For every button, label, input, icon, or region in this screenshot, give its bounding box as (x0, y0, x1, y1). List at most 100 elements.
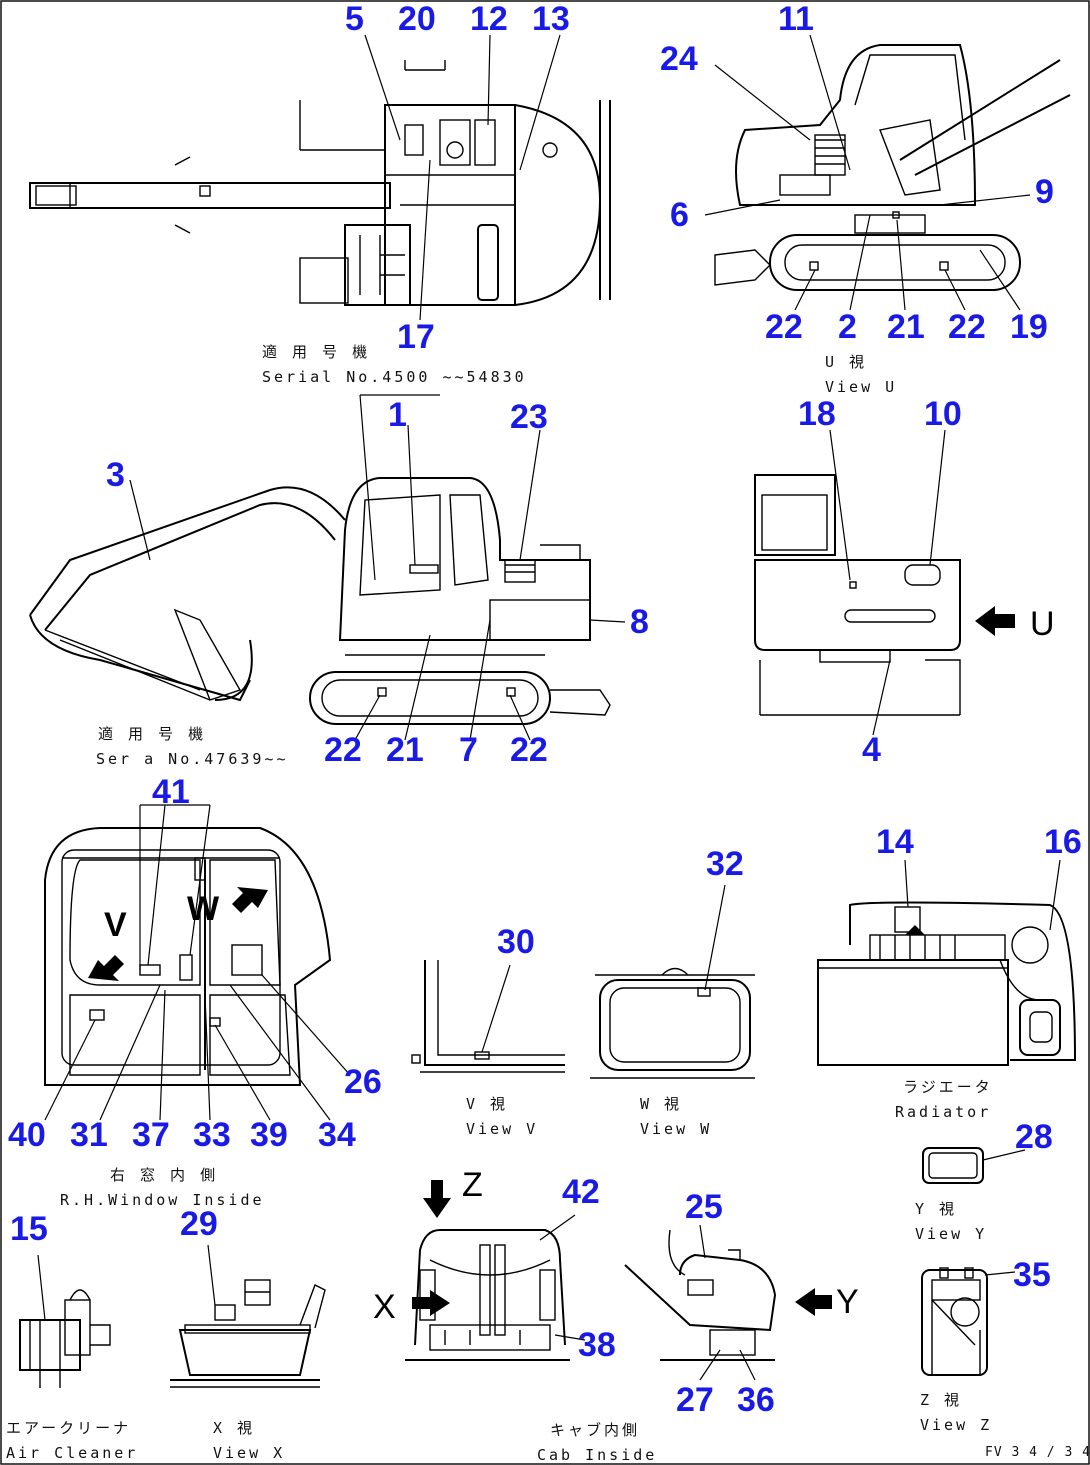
callout-38: 38 (578, 1326, 616, 1364)
serial-1-jp: 適 用 号 機 (262, 343, 371, 361)
view-z-arrow (423, 1180, 451, 1218)
callout-32: 32 (706, 845, 744, 883)
callout-21a: 21 (887, 308, 925, 346)
callout-30: 30 (497, 923, 535, 961)
callout-14: 14 (876, 823, 914, 861)
callout-40: 40 (8, 1116, 46, 1154)
callout-22a: 22 (765, 308, 803, 346)
view-z-en: View Z (920, 1416, 993, 1434)
view-x-letter: X (373, 1288, 396, 1326)
view-z-drawing (921, 1267, 1016, 1376)
callout-39: 39 (250, 1116, 288, 1154)
view-y-jp: Y 視 (915, 1200, 958, 1218)
callout-10: 10 (924, 395, 962, 433)
cab-inside-en: Cab Inside (537, 1446, 658, 1464)
radiator-en: Radiator (895, 1103, 992, 1121)
callout-6: 6 (670, 196, 689, 234)
callout-27: 27 (676, 1381, 714, 1419)
side-view-main-drawing (29, 477, 611, 725)
callout-8: 8 (630, 603, 649, 641)
serial-2-en: Ser a No.47639~~ (96, 750, 289, 768)
top-view-drawing (29, 60, 611, 306)
view-w-drawing (590, 884, 755, 1079)
view-u-letter: U (1030, 605, 1055, 643)
radiator-jp: ラジエータ (903, 1078, 993, 1096)
callout-1: 1 (388, 396, 407, 434)
callout-9: 9 (1035, 173, 1054, 211)
callout-21b: 21 (386, 731, 424, 769)
callout-41: 41 (152, 773, 190, 811)
callout-11: 11 (778, 0, 814, 38)
view-y-en: View Y (915, 1225, 988, 1243)
view-u-drawing (754, 474, 961, 716)
view-v-jp: V 視 (466, 1095, 509, 1113)
callout-7: 7 (459, 731, 478, 769)
side-view-u-leaders (704, 34, 1031, 311)
serial-2-jp: 適 用 号 機 (98, 725, 207, 743)
view-x-en: View X (213, 1444, 286, 1462)
view-y-drawing (922, 1147, 1026, 1184)
callout-16: 16 (1044, 823, 1082, 861)
callout-18: 18 (798, 395, 836, 433)
view-u-en: View U (825, 378, 898, 396)
callout-31: 31 (70, 1116, 108, 1154)
air-cleaner-drawing (19, 1254, 111, 1388)
cab-inside-drawing (405, 1214, 586, 1361)
cab-inside-jp: キャブ内側 (550, 1421, 641, 1439)
view-v-drawing (411, 960, 565, 1073)
callout-35: 35 (1013, 1256, 1051, 1294)
serial-1-en: Serial No.4500 ~~54830 (262, 368, 527, 386)
callout-15: 15 (10, 1210, 48, 1248)
callout-13: 13 (532, 0, 570, 38)
radiator-drawing (817, 859, 1077, 1066)
view-u-jp: U 視 (825, 353, 868, 371)
view-x-arrow (412, 1290, 450, 1316)
callout-2: 2 (838, 308, 857, 346)
view-v-arrow (88, 955, 124, 981)
view-y-letter: Y (836, 1283, 859, 1321)
callout-22b: 22 (948, 308, 986, 346)
callout-36: 36 (737, 1381, 775, 1419)
view-z-jp: Z 視 (920, 1391, 963, 1409)
view-u-arrow (975, 606, 1015, 636)
view-z-letter: Z (462, 1166, 483, 1204)
callout-4: 4 (862, 731, 881, 769)
callout-22d: 22 (510, 731, 548, 769)
callout-33: 33 (193, 1116, 231, 1154)
rh-window-en: R.H.Window Inside (60, 1191, 265, 1209)
view-x-drawing (170, 1244, 326, 1388)
callout-42: 42 (562, 1173, 600, 1211)
air-cleaner-jp: エアークリーナ (6, 1419, 132, 1437)
callout-26: 26 (344, 1063, 382, 1101)
callout-29: 29 (180, 1205, 218, 1243)
view-v-letter: V (104, 906, 127, 944)
callout-24: 24 (660, 40, 698, 78)
side-view-main-leaders (129, 394, 626, 741)
view-w-jp: W 視 (640, 1095, 683, 1113)
callout-28: 28 (1015, 1118, 1053, 1156)
view-w-arrow (232, 887, 268, 913)
callout-22c: 22 (324, 731, 362, 769)
callout-3: 3 (106, 456, 125, 494)
rh-window-leaders (44, 804, 351, 1121)
rh-window-jp: 右 窓 内 側 (110, 1166, 219, 1184)
top-view-leaders (364, 34, 561, 321)
callout-19: 19 (1010, 308, 1048, 346)
rh-window-drawing (44, 827, 332, 1086)
view-w-letter: W (187, 890, 220, 928)
view-w-en: View W (640, 1120, 713, 1138)
callout-17: 17 (397, 318, 435, 356)
view-y-arrow (795, 1288, 832, 1316)
drawing-code: FV 3 4 / 3 4 (985, 1445, 1090, 1460)
callout-12: 12 (470, 0, 508, 38)
cab-inside-side-drawing (624, 1224, 777, 1381)
side-view-u-drawing (714, 44, 1071, 291)
view-u-leaders (829, 429, 946, 736)
callout-25: 25 (685, 1188, 723, 1226)
callout-37: 37 (132, 1116, 170, 1154)
air-cleaner-en: Air Cleaner (6, 1444, 139, 1462)
callout-5: 5 (345, 0, 364, 38)
